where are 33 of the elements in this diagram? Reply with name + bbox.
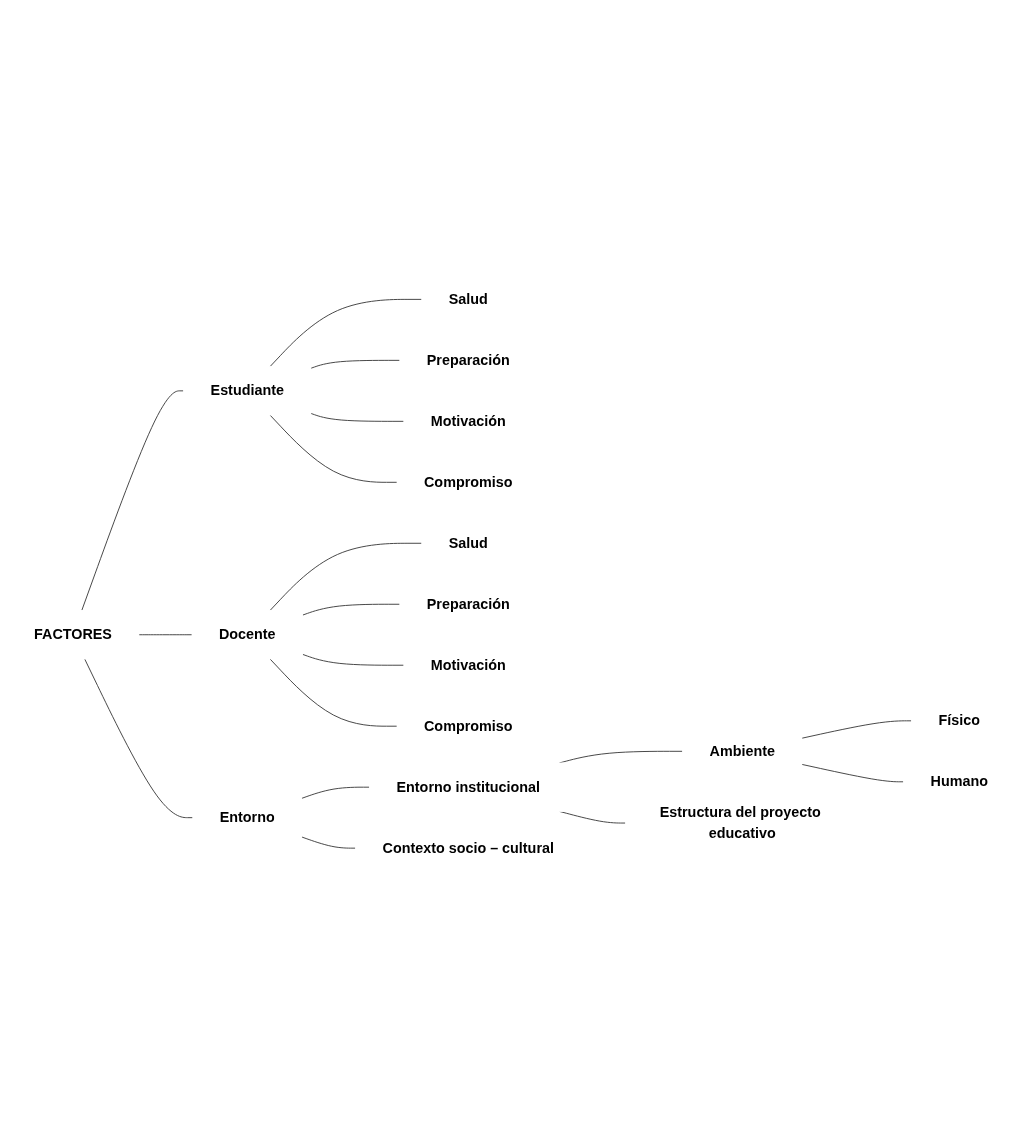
connector (269, 658, 398, 727)
connector (801, 763, 905, 782)
node-text: FACTORES (34, 626, 112, 642)
node-text: Estructura del proyecto educativo (659, 803, 821, 841)
connector (302, 653, 405, 666)
node-text: Salud (448, 291, 488, 307)
node-text: Motivación (430, 656, 506, 673)
node-text: Preparación (426, 352, 510, 368)
node-text: Físico (938, 712, 980, 728)
connector (84, 658, 194, 818)
node-text: Compromiso (424, 473, 513, 490)
connector (310, 359, 401, 369)
connector (138, 634, 193, 635)
connector (301, 786, 371, 799)
node-text: Motivación (430, 413, 506, 429)
connector (269, 298, 423, 367)
node-text: Preparación (426, 595, 510, 612)
node-text: Contexto socio – cultural (382, 839, 554, 856)
connector (310, 412, 405, 422)
connector (302, 603, 401, 616)
node-text: Entorno institucional (396, 778, 540, 795)
connector (269, 542, 423, 611)
node-text: Humano (930, 773, 988, 789)
connector (801, 720, 913, 739)
connector (269, 414, 398, 483)
connector (81, 390, 185, 611)
node-text: Docente (218, 626, 276, 642)
node-text: Salud (448, 534, 488, 551)
node-text: Entorno (219, 809, 275, 825)
connector (301, 836, 357, 849)
node-text: Compromiso (424, 717, 513, 734)
node-text: Ambiente (709, 742, 775, 759)
node-text: Estudiante (210, 382, 284, 398)
